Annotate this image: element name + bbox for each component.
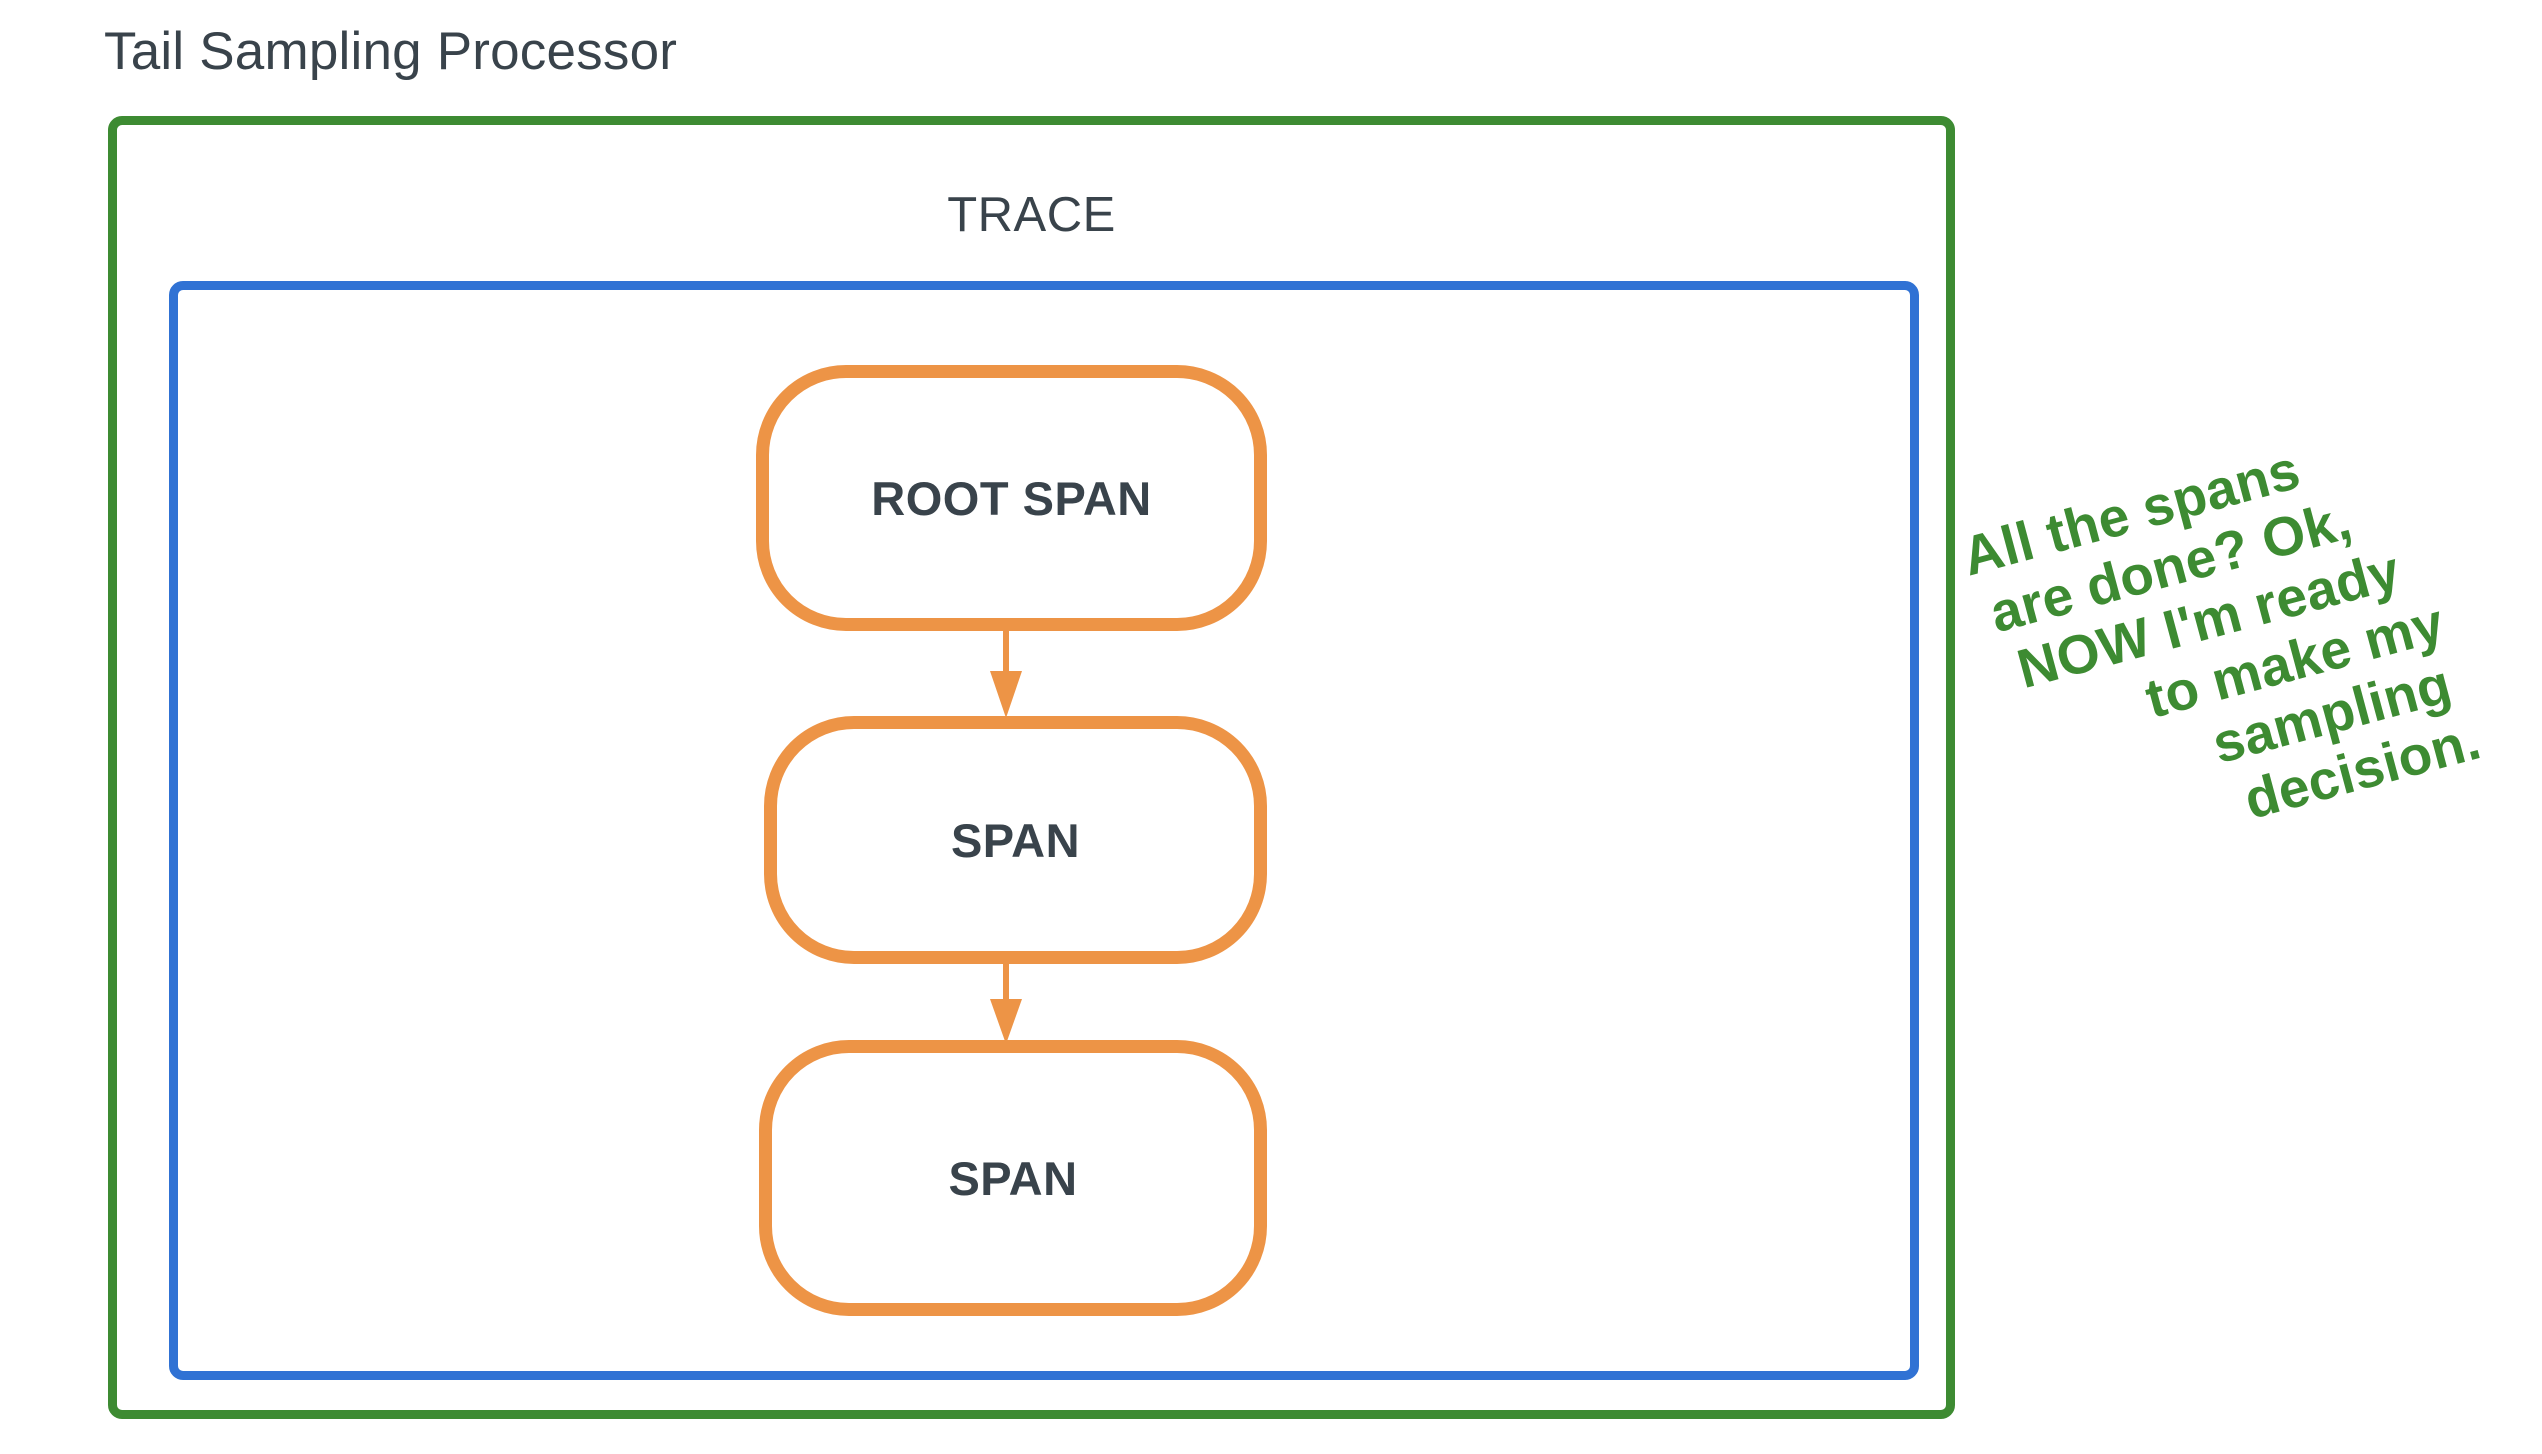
span-node-1[interactable]: SPAN [764, 716, 1267, 964]
arrow-root-to-span-1-icon [986, 628, 1026, 718]
span-node-root-label: ROOT SPAN [871, 471, 1152, 525]
tail-sampling-processor-container: TRACE ROOT SPAN SPAN S [108, 116, 1955, 1419]
span-node-2[interactable]: SPAN [759, 1040, 1267, 1316]
page-title: Tail Sampling Processor [104, 22, 678, 81]
trace-label: TRACE [947, 188, 1116, 242]
sampling-decision-annotation: All the spans are done? Ok, NOW I'm read… [1946, 391, 2542, 888]
span-node-root[interactable]: ROOT SPAN [756, 365, 1267, 631]
span-node-2-label: SPAN [948, 1151, 1078, 1205]
trace-container: ROOT SPAN SPAN SPAN [169, 281, 1919, 1380]
arrow-span-1-to-span-2-icon [986, 960, 1026, 1044]
span-node-1-label: SPAN [950, 813, 1081, 867]
